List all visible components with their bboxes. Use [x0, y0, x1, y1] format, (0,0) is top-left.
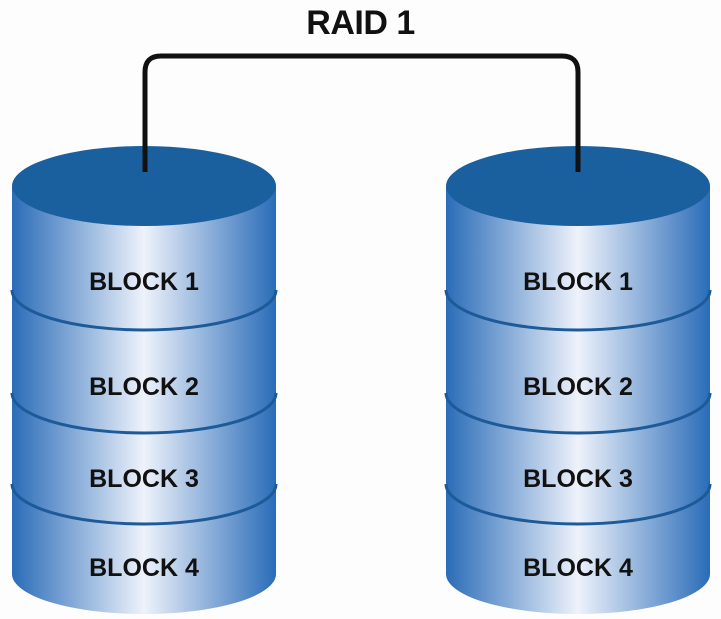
block-label: BLOCK 2: [523, 373, 633, 401]
block-label: BLOCK 1: [89, 268, 199, 296]
diagram-title: RAID 1: [306, 4, 415, 42]
block-label: BLOCK 3: [523, 465, 633, 493]
disk-top: [446, 146, 710, 226]
block-separator: [444, 483, 712, 526]
block-separator: [10, 392, 278, 435]
mirror-connector-line: [142, 53, 581, 172]
disk-top: [12, 146, 276, 226]
disk-body: [446, 186, 710, 614]
block-label: BLOCK 4: [523, 554, 633, 582]
disk-body: [12, 186, 276, 614]
block-label: BLOCK 2: [89, 373, 199, 401]
disk-2: BLOCK 1 BLOCK 2 BLOCK 3 BLOCK 4: [444, 146, 712, 614]
disk-1: BLOCK 1 BLOCK 2 BLOCK 3 BLOCK 4: [10, 146, 278, 614]
block-label: BLOCK 1: [523, 268, 633, 296]
block-label: BLOCK 4: [89, 554, 199, 582]
block-separator: [444, 289, 712, 332]
block-separator: [10, 483, 278, 526]
block-separator: [444, 392, 712, 435]
block-separator: [10, 289, 278, 332]
block-label: BLOCK 3: [89, 465, 199, 493]
